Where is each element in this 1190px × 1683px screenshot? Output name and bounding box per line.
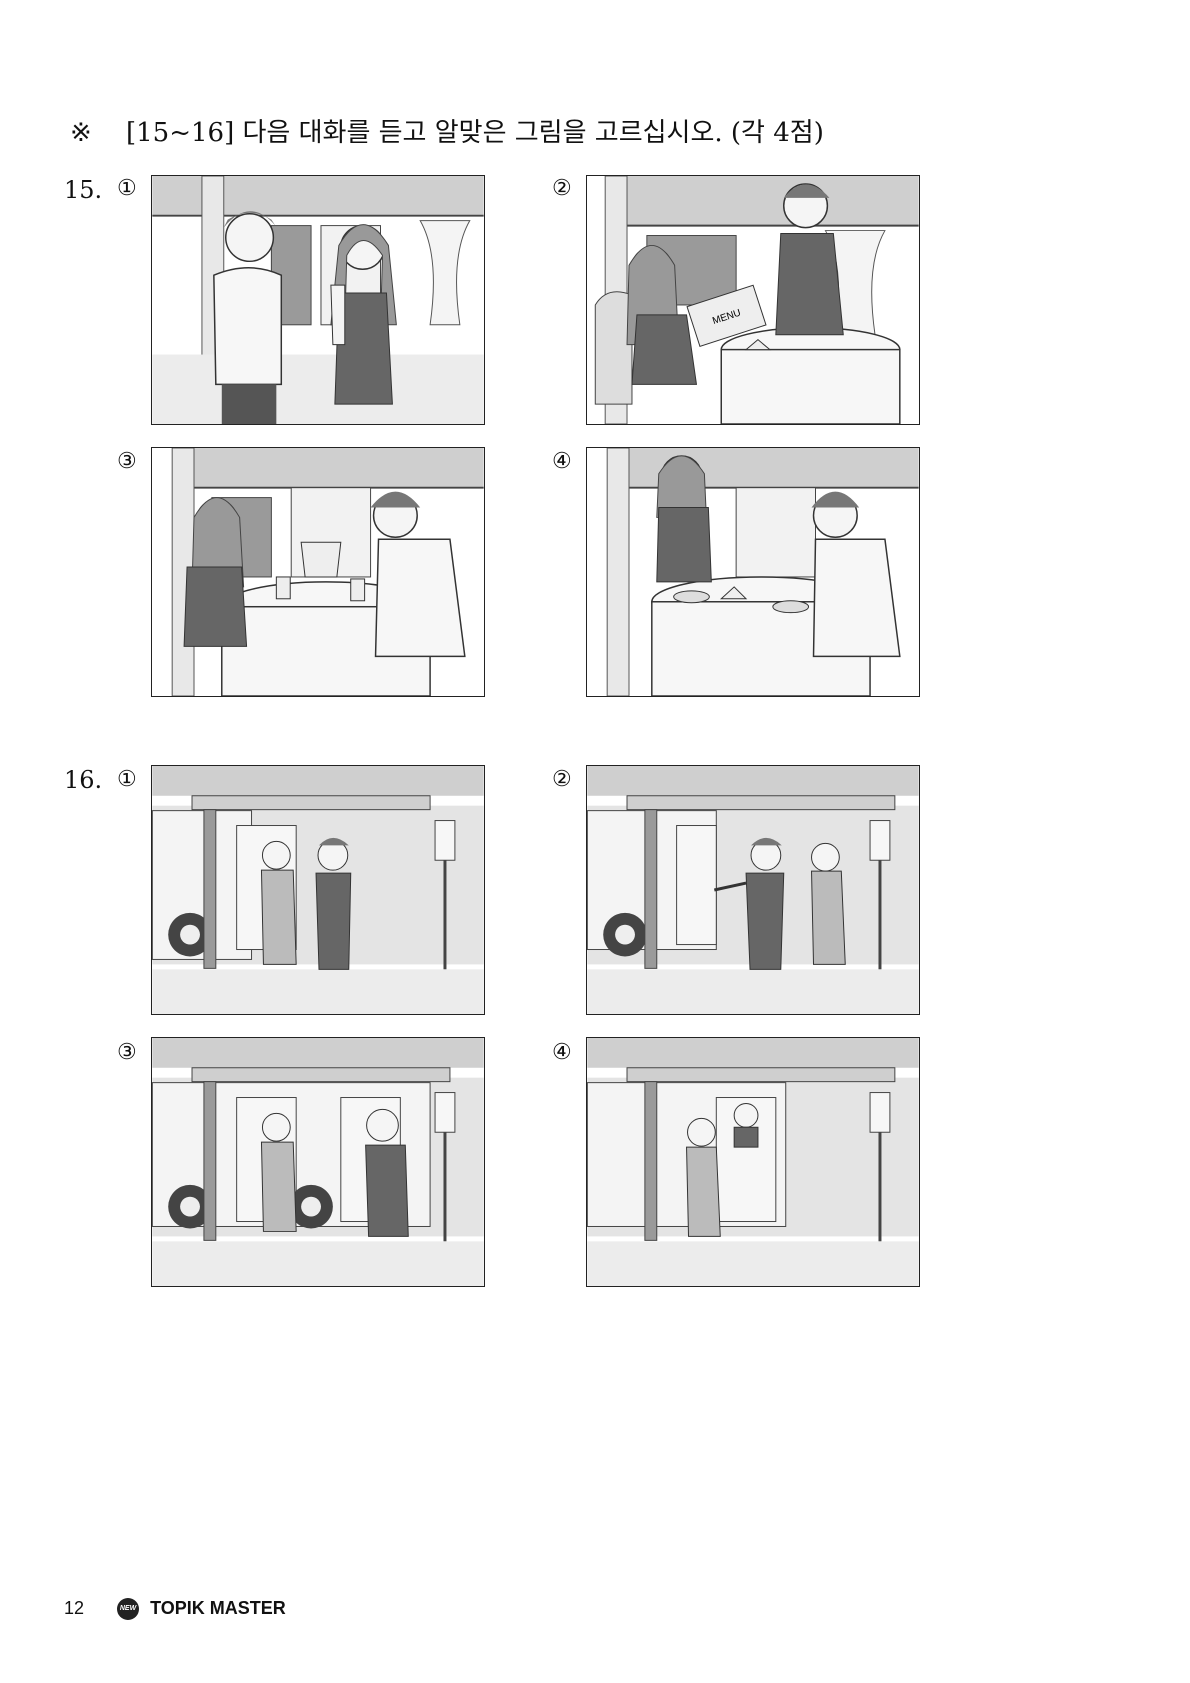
option-label[interactable]: ④ (552, 449, 572, 474)
option-label[interactable]: ④ (552, 1040, 572, 1065)
footer-title: TOPIK MASTER (150, 1598, 286, 1618)
q15-option-2-image[interactable]: MENU (586, 175, 920, 425)
option-label[interactable]: ③ (117, 449, 137, 474)
q15-option-1-image[interactable] (151, 175, 485, 425)
q15-option-3-image[interactable] (151, 447, 485, 697)
question-number-16: 16. (64, 766, 103, 794)
reference-mark: ※ (70, 118, 92, 148)
q16-option-3-image[interactable] (151, 1037, 485, 1287)
instruction-text: [15~16] 다음 대화를 듣고 알맞은 그림을 고르십시오. (각 4점) (126, 118, 824, 148)
q16-option-4-image[interactable] (586, 1037, 920, 1287)
new-badge-logo: NEW (117, 1598, 140, 1621)
option-label[interactable]: ① (117, 176, 137, 201)
option-label[interactable]: ② (552, 176, 572, 201)
option-label[interactable]: ③ (117, 1040, 137, 1065)
q16-option-2-image[interactable] (586, 765, 920, 1015)
option-label[interactable]: ① (117, 767, 137, 792)
option-label[interactable]: ② (552, 767, 572, 792)
page-footer: 12 NEW TOPIK MASTER (64, 1598, 286, 1621)
instruction: ※ [15~16] 다음 대화를 듣고 알맞은 그림을 고르십시오. (각 4점) (70, 112, 824, 149)
q16-option-1-image[interactable] (151, 765, 485, 1015)
question-number-15: 15. (64, 176, 103, 204)
page-number: 12 (64, 1598, 85, 1618)
q15-option-4-image[interactable] (586, 447, 920, 697)
